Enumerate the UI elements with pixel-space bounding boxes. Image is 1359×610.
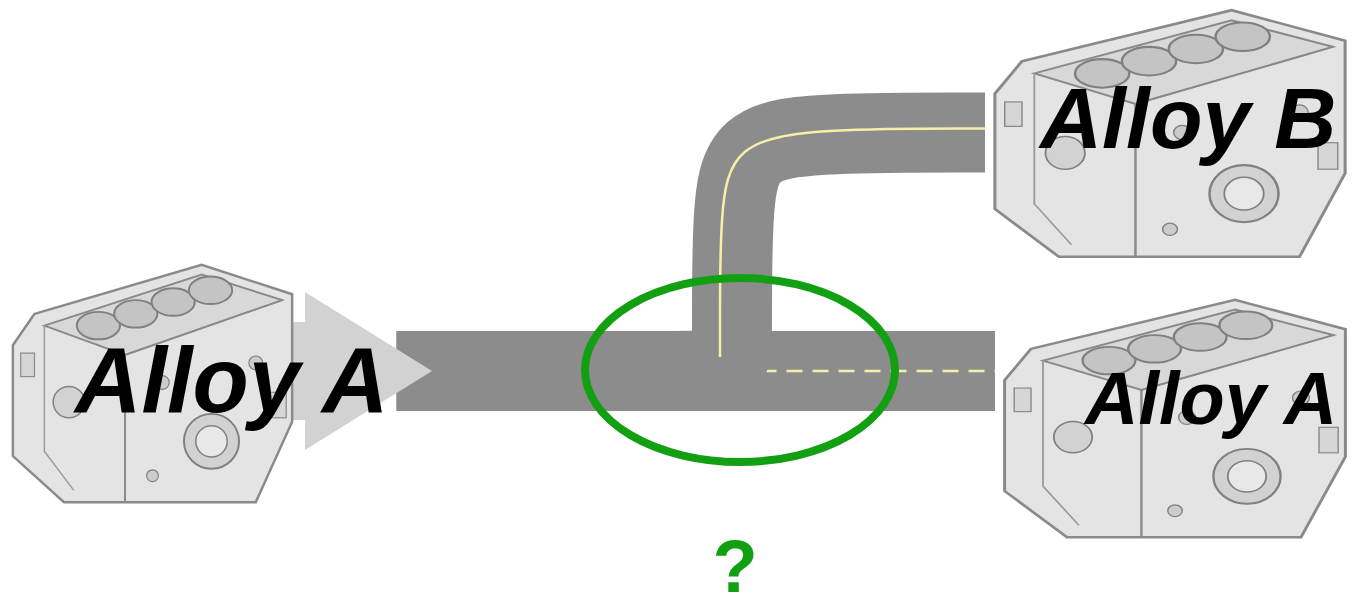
question-mark: ? — [712, 530, 757, 604]
road-centerline — [720, 129, 985, 358]
alloy-label: Alloy A — [75, 334, 389, 426]
engine-block: Alloy A — [995, 290, 1355, 545]
engine-block: Alloy A — [5, 255, 300, 510]
engine-block: Alloy B — [985, 0, 1355, 265]
junction-ring — [585, 278, 895, 462]
alloy-label: Alloy B — [1040, 75, 1336, 161]
road-surface — [397, 133, 985, 372]
road-connector — [397, 129, 985, 372]
alloy-label: Alloy A — [1085, 362, 1337, 436]
